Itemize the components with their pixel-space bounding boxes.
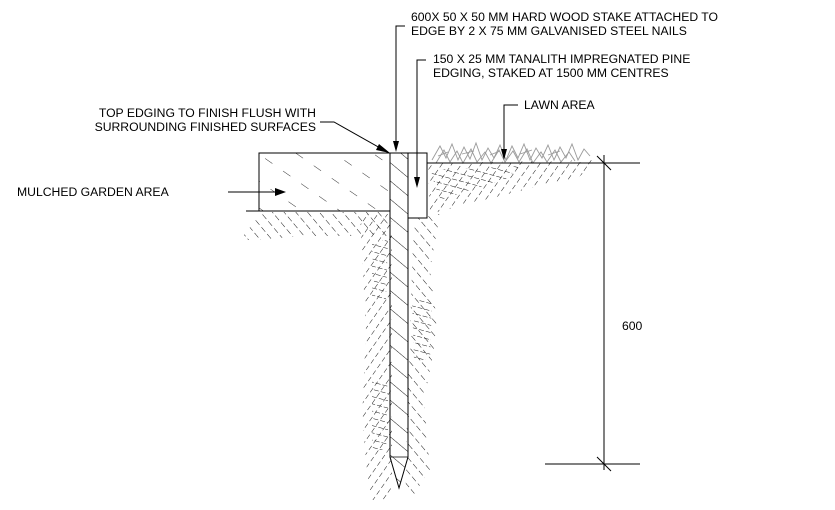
dimension-label: 600	[622, 319, 643, 333]
leader-lines	[228, 25, 518, 196]
edging-label-line2: EDGING, STAKED AT 1500 MM CENTRES	[433, 66, 669, 80]
lawn-grass	[431, 141, 591, 164]
dimension-600	[545, 155, 640, 472]
edging-label-line1: 150 X 25 MM TANALITH IMPREGNATED PINE	[433, 52, 690, 66]
lawn-label: LAWN AREA	[524, 98, 596, 112]
hardwood-stake	[389, 152, 409, 490]
stake-label-line2: EDGE BY 2 X 75 MM GALVANISED STEEL NAILS	[411, 24, 687, 38]
top-edging-label-line1: TOP EDGING TO FINISH FLUSH WITH	[99, 106, 316, 120]
mulch-label: MULCHED GARDEN AREA	[17, 185, 170, 199]
stake-label-line1: 600X 50 X 50 MM HARD WOOD STAKE ATTACHED…	[411, 10, 718, 24]
mulch-bed	[258, 152, 391, 212]
soil-hatching	[240, 160, 600, 500]
top-edging-label-line2: SURROUNDING FINISHED SURFACES	[95, 120, 316, 134]
